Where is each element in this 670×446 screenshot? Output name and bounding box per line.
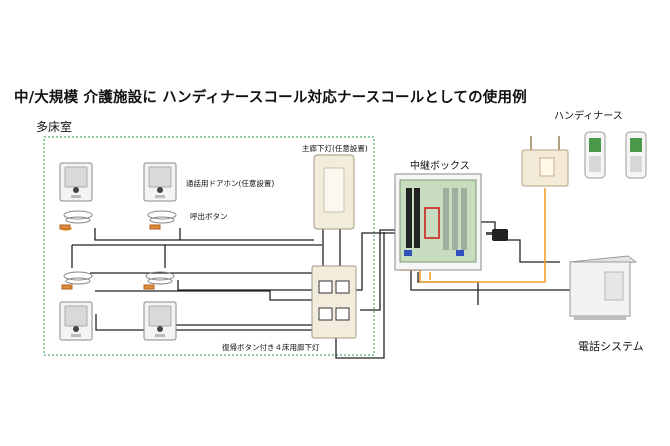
call-button-cord-icon xyxy=(147,210,177,230)
handset-icon xyxy=(625,131,647,179)
page-title: 中/大規模 介護施設に ハンディナースコール対応ナースコールとしての使用例 xyxy=(14,89,527,106)
phone-system-icon xyxy=(568,255,638,320)
handy-nurse-label: ハンディナース xyxy=(554,111,623,122)
corridor-lamp-icon xyxy=(313,154,355,230)
intercom-icon xyxy=(143,301,177,341)
call-button-cord-icon xyxy=(61,271,93,290)
phone-system-label: 電話システム xyxy=(578,340,644,353)
base-station-icon xyxy=(521,136,569,187)
intercom-icon xyxy=(59,301,93,341)
four-bed-lamp-label: 復帰ボタン付き４床用廊下灯 xyxy=(222,343,320,352)
door-phone-label: 通話用ドアホン(任意設置) xyxy=(186,179,275,188)
relay-box-icon xyxy=(394,173,482,271)
call-button-label: 呼出ボタン xyxy=(190,212,228,221)
room-border xyxy=(43,136,375,356)
relay-box-label: 中継ボックス xyxy=(410,161,470,172)
intercom-icon xyxy=(59,162,93,202)
handset-icon xyxy=(584,131,606,179)
call-button-cord-icon xyxy=(59,210,93,230)
ac-adapter-icon xyxy=(486,229,508,241)
room-label: 多床室 xyxy=(36,120,73,134)
intercom-icon xyxy=(143,162,177,202)
black-wiring xyxy=(71,221,578,359)
corridor-lamp-label: 主廊下灯(任意設置) xyxy=(302,144,368,153)
four-bed-lamp-icon xyxy=(311,265,357,339)
call-button-cord-icon xyxy=(143,271,175,290)
